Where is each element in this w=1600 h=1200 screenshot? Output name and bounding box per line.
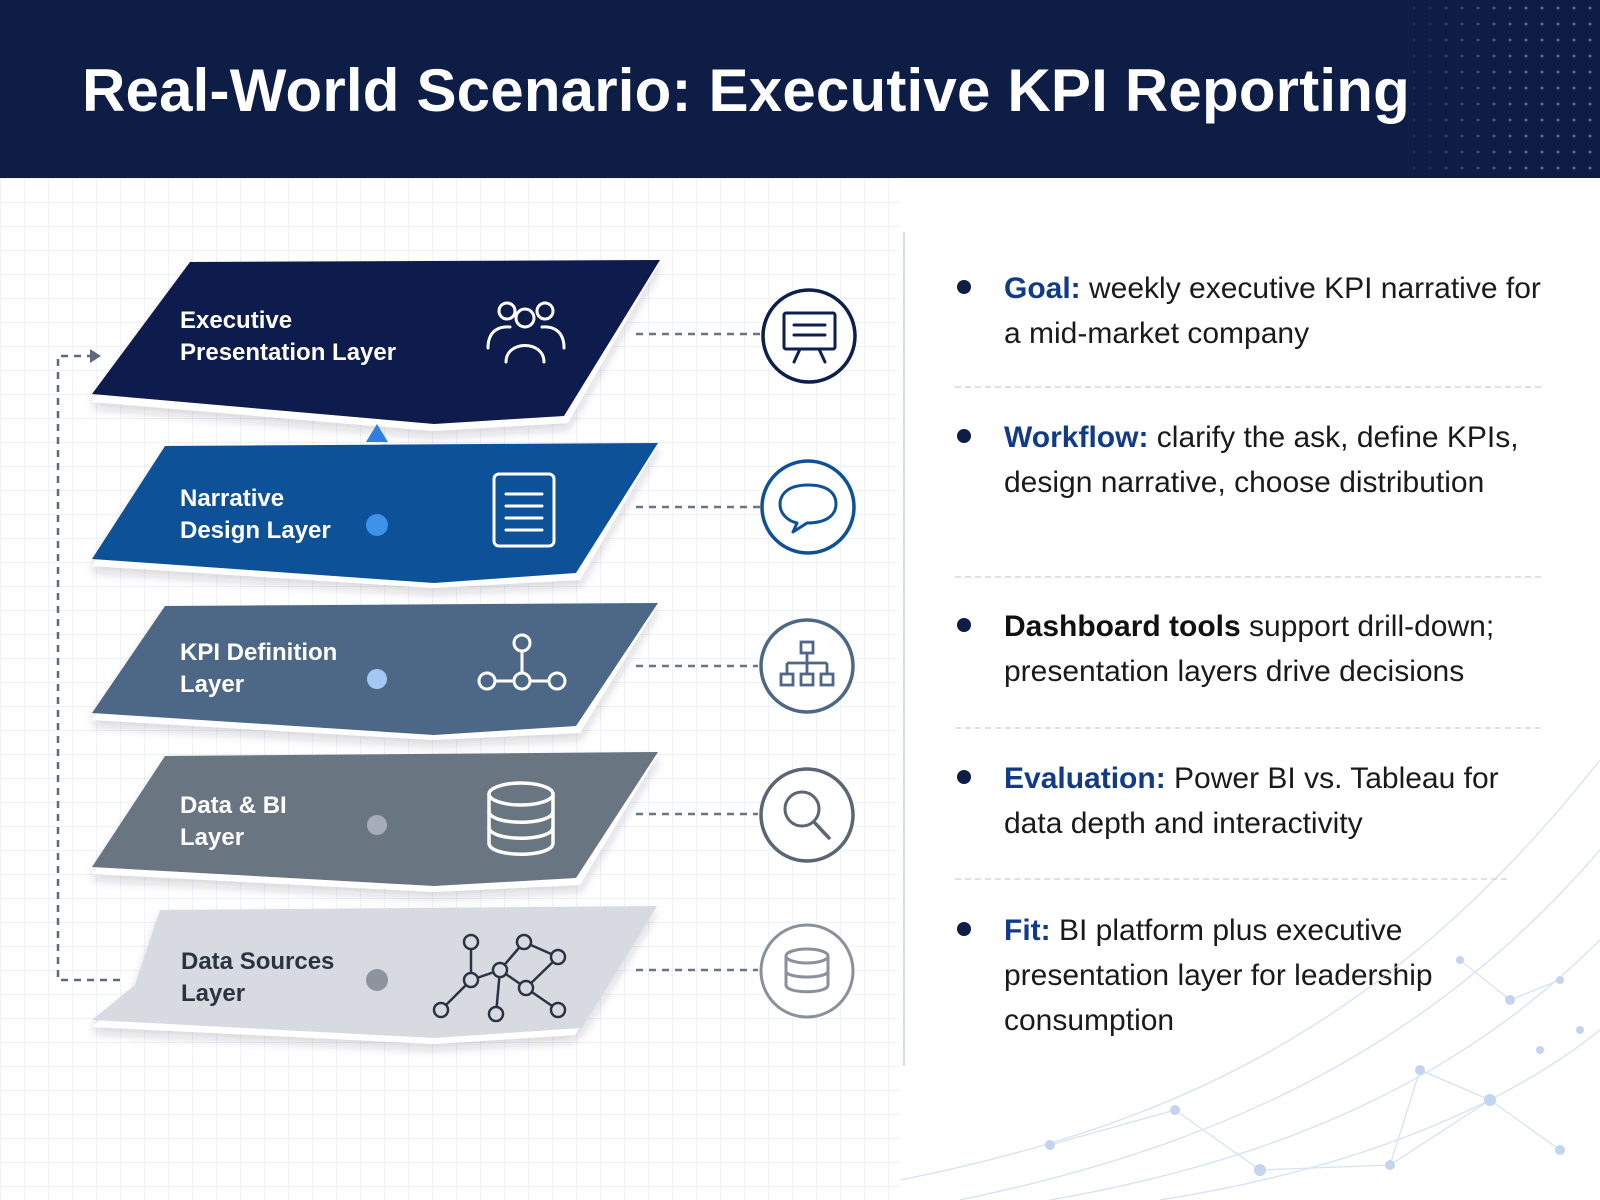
bullet-dot xyxy=(957,922,971,936)
layer-executive-presentation xyxy=(92,260,660,431)
magnifier-icon xyxy=(759,767,855,863)
bullet-body: Power BI vs. Tableau for data depth and … xyxy=(1004,762,1499,840)
database-icon xyxy=(487,781,555,856)
separator xyxy=(955,727,1541,729)
document-icon xyxy=(492,472,556,548)
bullet-keyword: Dashboard tools xyxy=(1004,610,1241,643)
layer-stack-diagram xyxy=(56,260,857,1044)
connection-graph-icon xyxy=(432,933,567,1023)
leader-lines xyxy=(636,332,760,972)
feedback-loop-arrow xyxy=(56,354,120,982)
bullet-keyword: Goal: xyxy=(1004,272,1081,305)
bullet-dot xyxy=(957,770,971,784)
upward-arrow-head xyxy=(366,424,388,442)
layer-label-data-bi: Data & BI Layer xyxy=(180,792,287,851)
bullet-dot xyxy=(957,280,971,294)
hierarchy-chart-icon xyxy=(759,618,855,714)
people-group-icon xyxy=(486,301,566,364)
presentation-board-icon xyxy=(761,288,857,384)
bullet-keyword: Workflow: xyxy=(1004,421,1149,454)
separator xyxy=(955,386,1541,388)
layer-label-kpi: KPI Definition Layer xyxy=(180,639,338,698)
header-dot-pattern xyxy=(1390,0,1600,178)
bullet-body: weekly executive KPI narrative for a mid… xyxy=(1004,272,1541,350)
connector-node xyxy=(367,669,387,689)
page-title: Real-World Scenario: Executive KPI Repor… xyxy=(82,57,1410,124)
decorative-network-background xyxy=(900,759,1600,1200)
bullet-keyword: Evaluation: xyxy=(1004,762,1166,795)
node-network-icon xyxy=(477,633,567,691)
separator xyxy=(955,576,1541,578)
bullet-dot xyxy=(957,618,971,632)
bullet-keyword: Fit: xyxy=(1004,914,1051,947)
connector-node xyxy=(366,969,388,991)
vertical-divider xyxy=(903,232,905,1066)
connector-node xyxy=(366,514,388,536)
bullet-body: BI platform plus executive presentation … xyxy=(1004,914,1433,1037)
cylinder-icon xyxy=(759,923,855,1019)
speech-bubble-icon xyxy=(760,459,856,555)
layer-label-data-sources: Data Sources Layer xyxy=(181,948,335,1007)
bullet-dot xyxy=(957,429,971,443)
bullet-body: support drill-down; presentation layers … xyxy=(1004,610,1495,688)
layer-label-executive: Executive Presentation Layer xyxy=(180,307,397,366)
connector-node xyxy=(367,815,387,835)
separator xyxy=(955,878,1507,880)
layer-label-narrative: Narrative Design Layer xyxy=(180,485,331,544)
bullet-body: clarify the ask, define KPIs, design nar… xyxy=(1004,421,1519,499)
feedback-arrow-head xyxy=(90,349,101,363)
header-banner: Real-World Scenario: Executive KPI Repor… xyxy=(0,0,1600,178)
